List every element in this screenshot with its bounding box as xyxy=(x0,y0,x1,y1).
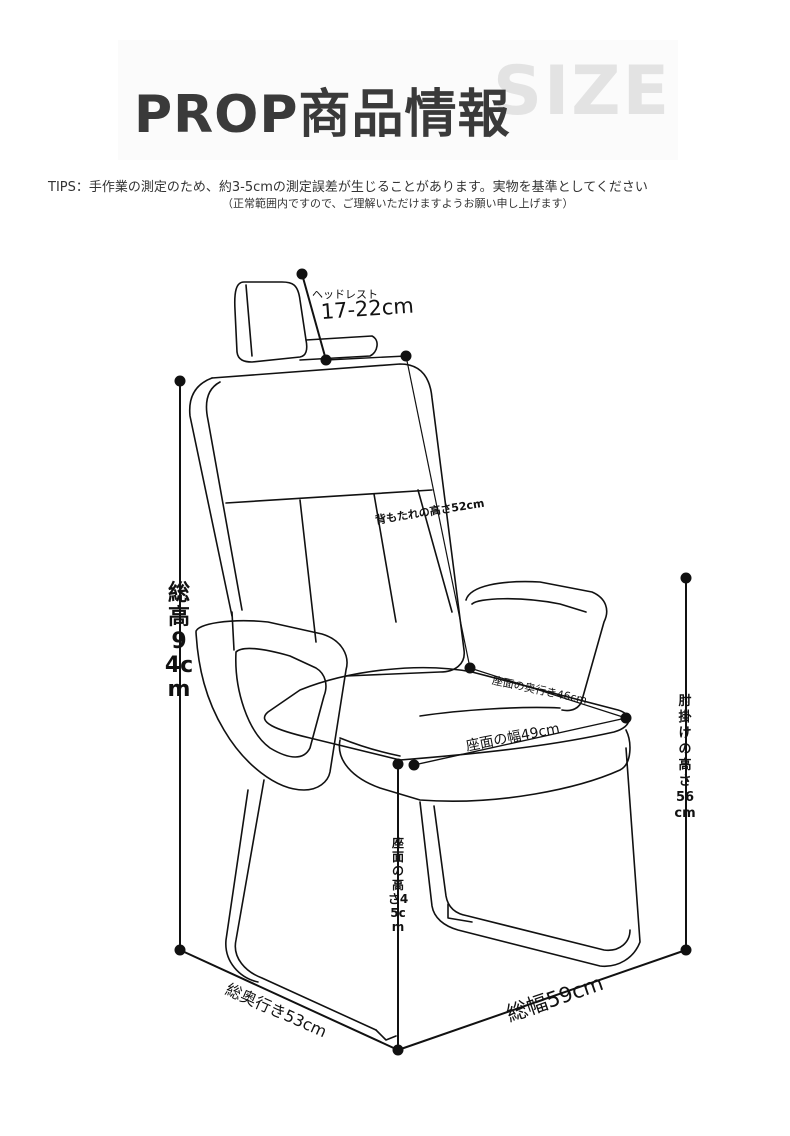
dot xyxy=(174,944,186,956)
headrest-line xyxy=(301,273,327,361)
dot xyxy=(320,354,332,366)
dot xyxy=(392,758,404,770)
total-height-label: 総高94cm xyxy=(164,581,194,702)
dot xyxy=(392,1044,404,1056)
dot xyxy=(174,375,186,387)
size-word: SIZE xyxy=(493,52,672,131)
headrest-top-line xyxy=(325,355,407,361)
page-title: PROP商品情報 xyxy=(134,85,511,145)
headrest-label: ヘッドレスト xyxy=(312,288,378,301)
seat-width-line xyxy=(413,717,627,766)
tips-note: （正常範囲内ですので、ご理解いただけますようお願い申し上げます） xyxy=(222,197,574,210)
dot xyxy=(464,662,476,674)
tips-text: TIPS：手作業の測定のため、約3-5cmの測定誤差が生じることがあります。実物… xyxy=(48,180,648,195)
dimension-lines xyxy=(174,268,692,1056)
dot xyxy=(408,759,420,771)
dot xyxy=(296,268,308,280)
title-banner xyxy=(118,40,678,160)
armrest-height-label: 肘掛けの高さ56cm xyxy=(674,694,696,821)
seat-height-label: 座面の高さ45cm xyxy=(387,836,409,934)
dot xyxy=(680,572,692,584)
dot xyxy=(620,712,632,724)
dot xyxy=(680,944,692,956)
backrest-line xyxy=(405,355,471,669)
total-depth-line xyxy=(179,949,399,1051)
chair-drawing xyxy=(188,281,641,1041)
dot xyxy=(400,350,412,362)
seat-depth-line xyxy=(469,667,627,719)
total-width-line xyxy=(397,949,687,1051)
